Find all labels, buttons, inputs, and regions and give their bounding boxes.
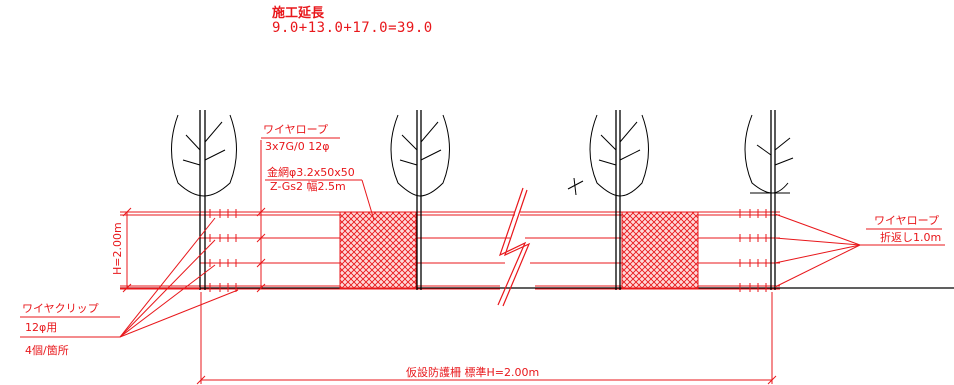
wire-mesh-panel-left	[339, 211, 417, 289]
break-symbol	[497, 187, 527, 306]
height-label: H=2.00m	[111, 222, 124, 275]
wire-clip-ticks	[209, 209, 767, 292]
tree-1	[171, 110, 237, 290]
tree-2	[390, 110, 450, 290]
tree-3	[589, 110, 649, 290]
wire-clip-label: ワイヤクリップ	[22, 302, 99, 315]
left-leaders	[119, 217, 239, 338]
construction-length-title: 施工延長	[272, 6, 325, 21]
construction-length-formula: 9.0+13.0+17.0=39.0	[272, 20, 433, 36]
tree-4	[744, 110, 794, 290]
wire-rope-spec: 3x7G/0 12φ	[265, 140, 330, 153]
wire-rope-right-sub: 折返し1.0m	[880, 230, 941, 244]
mesh-spec-sub: Z-Gs2 幅2.5m	[270, 180, 346, 193]
wire-rope-right-label: ワイヤロープ	[874, 214, 939, 227]
wire-clip-sub: 12φ用	[25, 321, 57, 334]
cross-mark	[567, 177, 584, 196]
bottom-dimension	[196, 292, 777, 385]
mesh-spec-label: 金網φ3.2x50x50	[267, 165, 355, 179]
right-leaders	[774, 213, 945, 288]
wire-rope-label: ワイヤロープ	[263, 123, 328, 136]
inner-dimension	[256, 140, 266, 293]
wire-mesh-panel-right	[621, 211, 699, 289]
clip-count-label: 4個/箇所	[25, 343, 69, 357]
height-dimension	[120, 207, 200, 293]
bottom-dimension-label: 仮設防護柵 標準H=2.00m	[406, 365, 539, 379]
